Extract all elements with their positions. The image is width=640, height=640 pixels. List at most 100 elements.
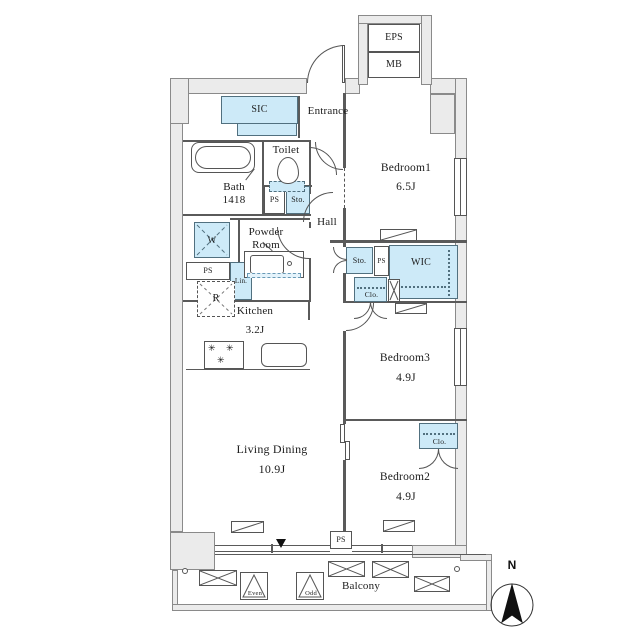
wall-int [183,300,310,302]
door-arc-closet2 [438,449,458,469]
sliding-door-living-tick [271,544,273,553]
wall-int [308,300,310,320]
entrance-label: Entrance [307,105,349,117]
window-diagonal [381,230,416,240]
eps-shaft: EPS [368,24,420,52]
living-dining-label: Living Dining [236,442,308,456]
mb-meter-box: MB [368,52,420,78]
pipe-space: PS [186,262,230,280]
closet-hanger-pipe [357,287,385,289]
linen-label: Lin. [234,276,248,285]
ps-label: PS [336,535,346,545]
storage-label: Sto. [291,195,305,205]
pipe-space: PS [330,531,352,549]
high-window-symbol [395,303,427,314]
living-dining-size-label: 10.9J [258,462,286,476]
wall-top-mid [345,78,360,94]
balcony-wall-top-right [460,554,492,561]
wall-bottom-bedroom2 [412,545,467,558]
wall-notch-topright [430,94,455,134]
walk-in-closet: WIC [389,245,458,299]
high-window-symbol [383,520,415,532]
high-window-symbol [380,229,417,241]
window-bedroom3-mullion [460,329,461,385]
wall-int [343,208,346,247]
bath-name: Bath [223,181,245,193]
wall-right [455,78,467,558]
hatch-odd-label: Odd [305,589,317,597]
wall-left [170,78,183,532]
kitchen-label: Kitchen [236,305,274,317]
evacuation-hatch-odd: Odd [296,572,324,600]
wall-int [183,214,311,216]
stove: ✳ ✳ ✳ [204,341,244,369]
wall-int [309,258,311,302]
wall-int [230,218,310,220]
balcony-wall-bottom [172,604,492,611]
door-arc-storage [333,247,347,260]
wic-hanger-pipe [394,286,446,288]
balcony-drain [454,566,460,572]
powder-room-label: Powder Room [248,226,284,251]
wall-int [262,140,264,216]
sliding-door-bedroom2-panel [345,441,350,460]
wall-left-step [170,78,189,124]
burner-icon: ✳ [217,355,225,365]
sic-label: SIC [251,104,268,116]
hatch-triangle [298,573,322,598]
wall-int [309,222,311,228]
pipe-space: PS [374,246,389,276]
mb-label: MB [386,59,402,71]
x-mark [373,562,408,577]
window-diagonal [384,521,414,531]
refrigerator-label: R [212,293,220,305]
balcony-label: Balcony [341,580,381,592]
bedroom1-size-label: 6.5J [396,181,416,193]
wall-annex-right [421,15,432,85]
closet-label: Clo. [364,290,379,300]
sic-shoe-closet-lower [237,123,297,136]
bedroom2-size-label: 4.9J [396,491,416,503]
pipe-space-small [388,279,400,302]
closet-bedroom2: Clo. [419,423,458,449]
wall-int [343,460,346,545]
balcony-ac-pad [372,561,409,578]
sliding-door-bedroom2-panel [340,424,345,443]
hatch-triangle [242,573,266,598]
washer-space: W [194,222,230,258]
door-arc-closet3 [370,302,387,319]
bath-label: Bath 1418 [210,181,258,206]
sliding-door-bedroom2-tick [381,544,383,553]
wic-label: WIC [410,257,432,268]
compass-north-label: N [507,558,517,572]
door-leaf-entrance [342,45,345,83]
door-arc-entrance [307,45,345,83]
vanity-sink [250,255,284,274]
entrance-direction-marker [276,539,286,548]
washer-label: W [207,234,217,245]
bedroom3-label: Bedroom3 [379,352,431,364]
wall-int [330,240,467,243]
ps-label: PS [377,256,386,265]
balcony-wall-left [172,570,178,608]
bedroom1-label: Bedroom1 [380,162,432,174]
closet-hanger-pipe [423,433,455,435]
kitchen-sink [261,343,307,367]
balcony-edge-line [215,554,486,555]
compass-icon [490,583,534,627]
eps-label: EPS [385,32,403,44]
evacuation-hatch-even: Even [240,572,268,600]
wall-int [298,96,300,138]
closet-bedroom3: Clo. [354,277,387,302]
bedroom2-label: Bedroom2 [379,471,431,483]
bedroom3-size-label: 4.9J [396,372,416,384]
storage-label: Sto. [352,255,367,265]
wall-int [343,273,346,303]
closet-label: Clo. [432,437,447,447]
storage-hall: Sto. [346,247,373,274]
sic-shoe-closet: SIC [221,96,298,124]
wall-int [343,93,346,170]
balcony-drain [182,568,188,574]
burner-icon: ✳ [226,343,234,353]
